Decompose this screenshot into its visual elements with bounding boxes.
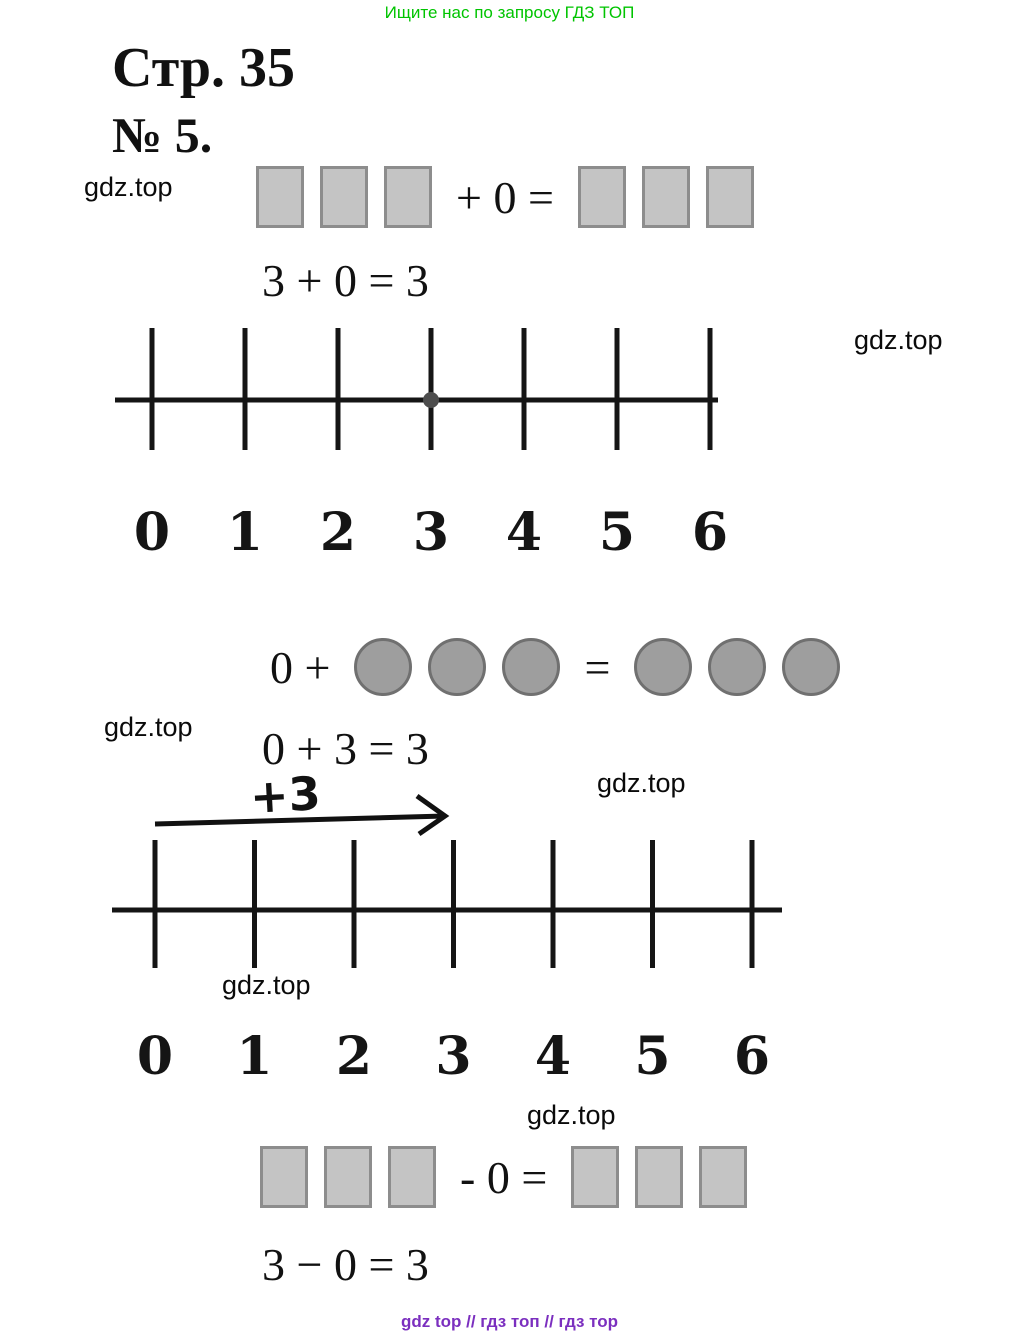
page-title: Стр. 35 [112, 37, 296, 99]
watermark: gdz.top [222, 970, 311, 1000]
number-line-label: 1 [227, 502, 263, 563]
watermark: gdz.top [854, 325, 943, 355]
gray-square [256, 166, 304, 228]
gray-square [705, 166, 754, 228]
squares-addition-row: + 0 = [256, 166, 754, 228]
gray-square [571, 1146, 620, 1208]
number-line-label: 5 [599, 502, 635, 563]
number-line-label: 4 [535, 1026, 571, 1086]
gray-square [577, 166, 626, 228]
number-line-label: 5 [634, 1026, 670, 1086]
number-line-label: 6 [692, 502, 728, 563]
number-line-label: 1 [236, 1026, 272, 1086]
footer-tags: gdz top // гдз топ // гдз тор [400, 1312, 619, 1331]
number-line-label: 2 [336, 1026, 372, 1086]
gray-circle [782, 638, 841, 696]
equation-add-zero: 3 + 0 = 3 [262, 255, 429, 306]
gray-circle [354, 638, 413, 696]
equation-operator: - 0 = [460, 1151, 548, 1203]
squares-subtraction-row: - 0 = [260, 1146, 748, 1208]
arrow-label: +3 [248, 766, 322, 824]
watermark: gdz.top [104, 712, 193, 742]
gray-square [260, 1146, 308, 1208]
watermark: gdz.top [84, 172, 173, 202]
gray-square [324, 1146, 372, 1208]
gray-circle [428, 638, 487, 696]
gray-circle [634, 638, 693, 696]
equation-operator: + 0 = [456, 171, 554, 223]
number-line-label: 0 [137, 1026, 173, 1086]
number-line-label: 3 [413, 502, 449, 563]
equation-prefix: 0 + [270, 641, 331, 693]
problem-number: № 5. [112, 107, 213, 163]
watermark: gdz.top [527, 1100, 616, 1130]
gray-square [384, 166, 432, 228]
gray-square [320, 166, 368, 228]
number-line-2: 0 1 2 3 4 5 6 [112, 840, 782, 1086]
equation-sub-zero: 3 − 0 = 3 [262, 1239, 429, 1290]
gray-square [388, 1146, 436, 1208]
number-line-label: 3 [435, 1026, 471, 1086]
number-line-label: 0 [134, 502, 170, 563]
gray-square [699, 1146, 748, 1208]
circles-addition-row: 0 + = [262, 638, 841, 696]
equation-zero-add: 0 + 3 = 3 [262, 723, 429, 774]
watermark: gdz.top [597, 768, 686, 798]
gray-square [635, 1146, 684, 1208]
gray-circle [502, 638, 561, 696]
gray-circle [708, 638, 767, 696]
plus-three-arrow [154, 793, 450, 837]
number-line-label: 6 [734, 1026, 770, 1086]
promo-banner: Ищите нас по запросу ГДЗ ТОП [384, 3, 635, 22]
number-line-label: 4 [506, 502, 542, 563]
equation-operator: = [584, 641, 611, 693]
number-line-label: 2 [320, 502, 356, 563]
gray-square [641, 166, 690, 228]
